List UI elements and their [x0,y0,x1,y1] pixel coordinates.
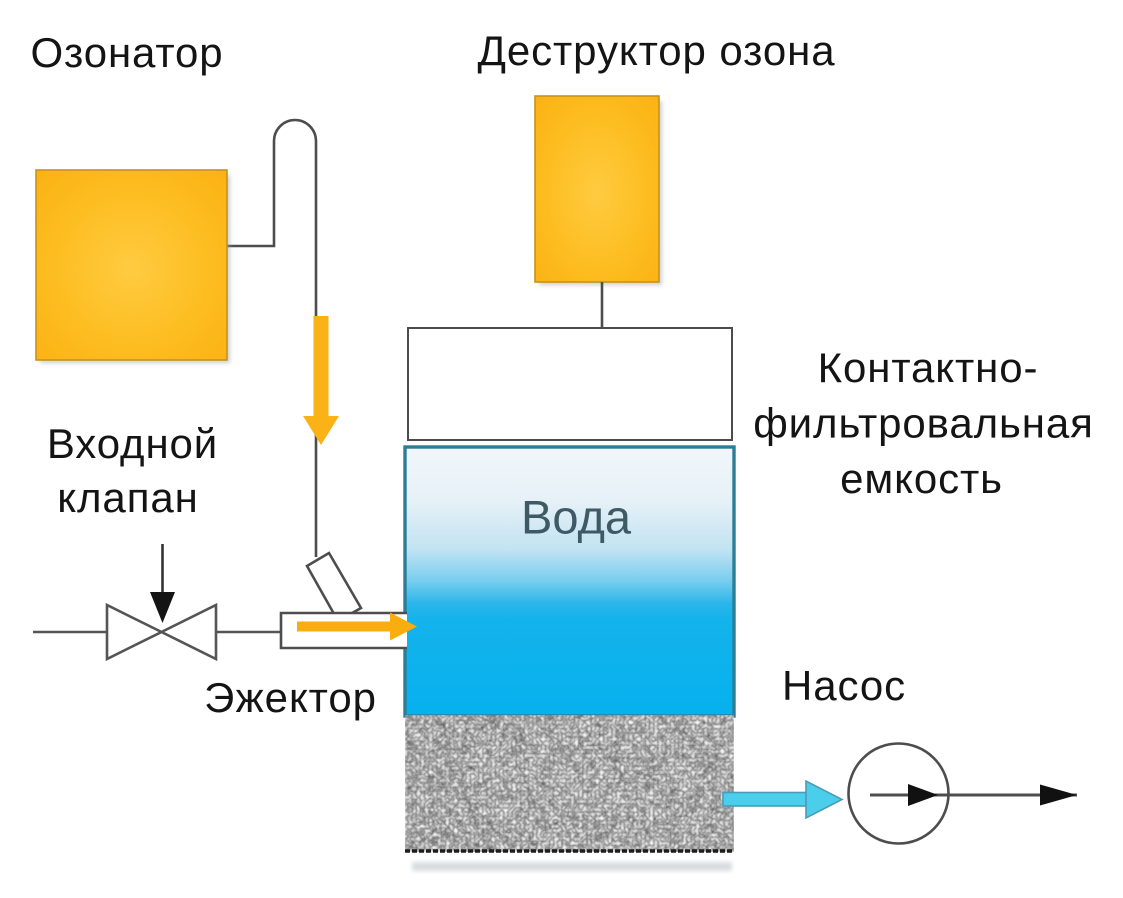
svg-text:клапан: клапан [57,474,198,521]
svg-text:Вода: Вода [521,491,632,544]
svg-text:емкость: емкость [840,455,1003,502]
svg-text:Озонатор: Озонатор [30,29,223,76]
svg-text:Входной: Входной [47,420,218,467]
svg-text:Деструктор озона: Деструктор озона [478,27,836,74]
svg-text:Контактно-: Контактно- [818,344,1039,391]
svg-text:Насос: Насос [782,662,906,709]
svg-text:фильтровальная: фильтровальная [753,400,1094,447]
svg-text:Эжектор: Эжектор [204,674,377,721]
